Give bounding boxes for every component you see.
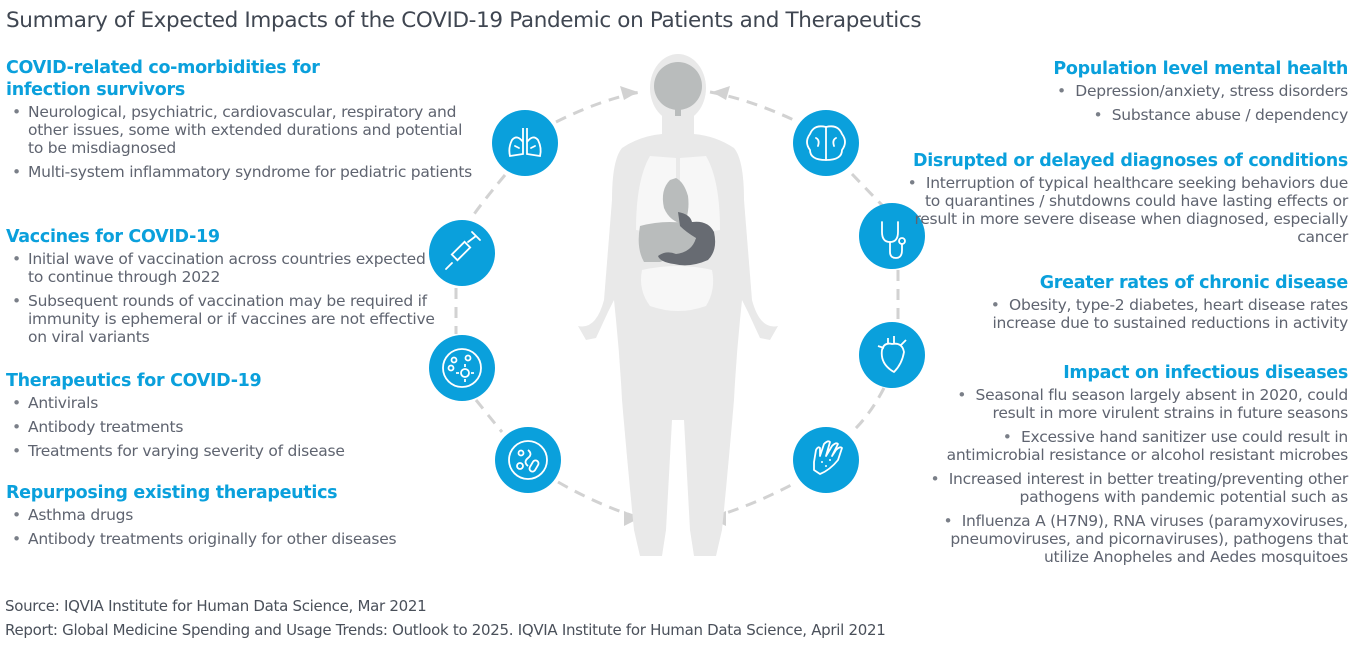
section-co-morbidities: COVID-related co-morbidities for infecti… [6,57,476,187]
bullet-item: Subsequent rounds of vaccination may be … [6,292,436,346]
section-mental-health: Population level mental health Depressio… [908,58,1348,130]
bullet-item: Asthma drugs [6,506,446,524]
arrowheads [620,86,730,526]
bullet-item: Neurological, psychiatric, cardiovascula… [6,103,476,157]
bullet-item: Influenza A (H7N9), RNA viruses (paramyx… [898,512,1348,566]
section-delayed-diagnoses: Disrupted or delayed diagnoses of condit… [893,150,1348,252]
bullet-item: Depression/anxiety, stress disorders [908,82,1348,100]
bullet-item: Seasonal flu season largely absent in 20… [898,386,1349,422]
bullet-item: Substance abuse / dependency [908,106,1349,124]
bullet-item: Interruption of typical healthcare seeki… [893,174,1348,246]
section-therapeutics: Therapeutics for COVID-19 Antivirals Ant… [6,370,426,466]
section-heading: Impact on infectious diseases [1063,363,1348,383]
hand-sanitizer-icon [793,427,859,493]
bullet-item: Antivirals [6,394,426,412]
bullet-item: Initial wave of vaccination across count… [6,250,436,286]
bacteria-icon [495,427,561,493]
bullet-item: Increased interest in better treating/pr… [898,470,1349,506]
section-heading: COVID-related co-morbidities for infecti… [6,58,320,100]
bullet-item: Obesity, type-2 diabetes, heart disease … [948,296,1349,332]
section-chronic-disease: Greater rates of chronic disease Obesity… [948,272,1349,338]
section-repurposing: Repurposing existing therapeutics Asthma… [6,482,446,554]
syringe-icon [429,220,495,286]
section-heading: Population level mental health [1053,59,1348,79]
section-infectious-diseases: Impact on infectious diseases Seasonal f… [898,362,1349,572]
bullet-item: Multi-system inflammatory syndrome for p… [6,163,476,181]
human-silhouette [578,54,778,556]
bullet-item: Antibody treatments originally for other… [6,530,446,548]
section-heading: Therapeutics for COVID-19 [6,371,262,391]
dashed-ring [454,90,900,520]
section-heading: Greater rates of chronic disease [1039,273,1349,293]
report-note: Report: Global Medicine Spending and Usa… [5,621,886,639]
section-heading: Repurposing existing therapeutics [6,483,338,503]
brain-icon [793,110,859,176]
section-heading: Vaccines for COVID-19 [6,227,220,247]
section-heading: Disrupted or delayed diagnoses of condit… [912,151,1348,171]
lungs-icon [492,110,558,176]
icon-circles [429,110,925,493]
section-vaccines: Vaccines for COVID-19 Initial wave of va… [6,226,436,352]
virus-cell-icon [429,335,495,401]
bullet-item: Excessive hand sanitizer use could resul… [898,428,1349,464]
page-title: Summary of Expected Impacts of the COVID… [6,8,922,33]
source-note: Source: IQVIA Institute for Human Data S… [5,597,427,615]
bullet-item: Treatments for varying severity of disea… [6,442,426,460]
bullet-item: Antibody treatments [6,418,426,436]
